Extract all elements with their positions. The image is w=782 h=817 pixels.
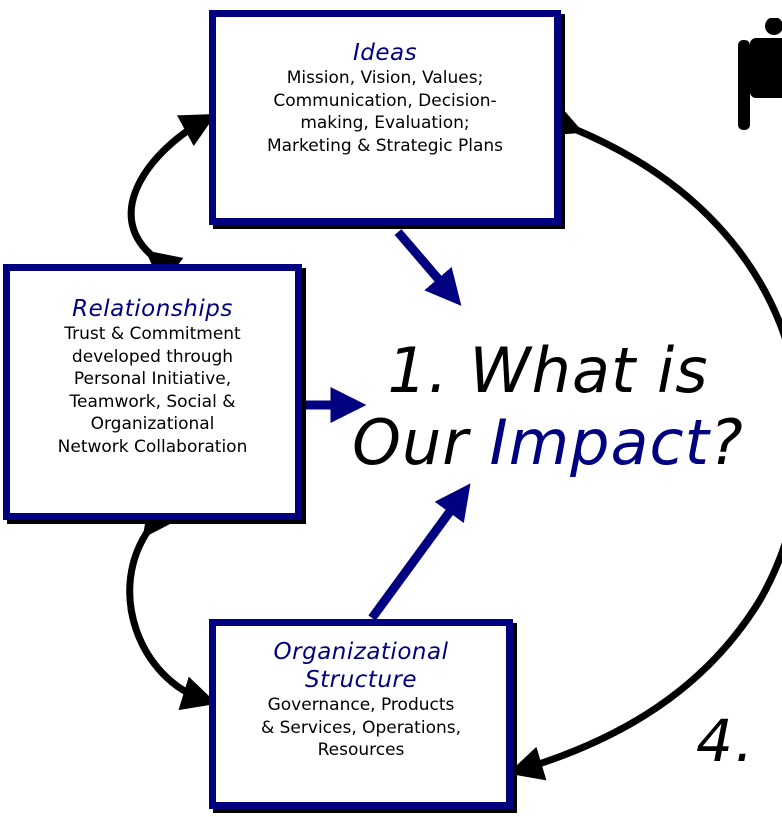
relationships-title: Relationships — [72, 296, 233, 322]
arrow-relationships-structure — [126, 499, 218, 711]
impact-question-line2: Our Impact? — [328, 407, 768, 479]
structure-title-line: Structure — [305, 667, 417, 693]
relationships-line: Personal Initiative, — [73, 369, 232, 389]
relationships-line: Trust & Commitment — [64, 324, 241, 344]
person-icon — [738, 18, 782, 130]
impact-word: Impact — [489, 406, 710, 479]
ideas-box: Ideas Mission, Vision, Values; Communica… — [209, 10, 561, 225]
impact-question-line1: 1. What is — [387, 334, 709, 407]
relationships-line: Network Collaboration — [57, 436, 248, 457]
relationships-line: Organizational — [90, 414, 215, 434]
relationships-line: developed through — [71, 346, 234, 367]
ideas-title: Ideas — [352, 40, 418, 66]
structure-line: & Services, Operations, — [260, 717, 461, 738]
relationships-line: Teamwork, Social & — [69, 391, 236, 412]
relationships-box: Relationships Trust & Commitment develop… — [3, 264, 302, 520]
impact-question-prefix: Our — [352, 406, 490, 479]
arrow-structure-impact — [368, 483, 471, 621]
impact-question: 1. What is Our Impact? — [328, 335, 768, 479]
arrow-ideas-relationships — [127, 113, 217, 286]
ideas-line: Communication, Decision- — [273, 90, 497, 111]
step-four-label: 4. — [696, 707, 756, 775]
impact-question-suffix: ? — [709, 406, 744, 479]
arrow-ideas-structure-loop — [507, 103, 782, 781]
structure-title-line: Organizational — [273, 639, 449, 665]
structure-box: Organizational Structure Governance, Pro… — [209, 619, 513, 809]
ideas-line: Mission, Vision, Values; — [286, 68, 484, 88]
arrow-ideas-impact — [394, 229, 462, 306]
structure-line: Resources — [317, 740, 405, 760]
ideas-line: Marketing & Strategic Plans — [266, 135, 504, 156]
structure-line: Governance, Products — [267, 695, 455, 715]
ideas-line: making, Evaluation; — [300, 113, 470, 133]
